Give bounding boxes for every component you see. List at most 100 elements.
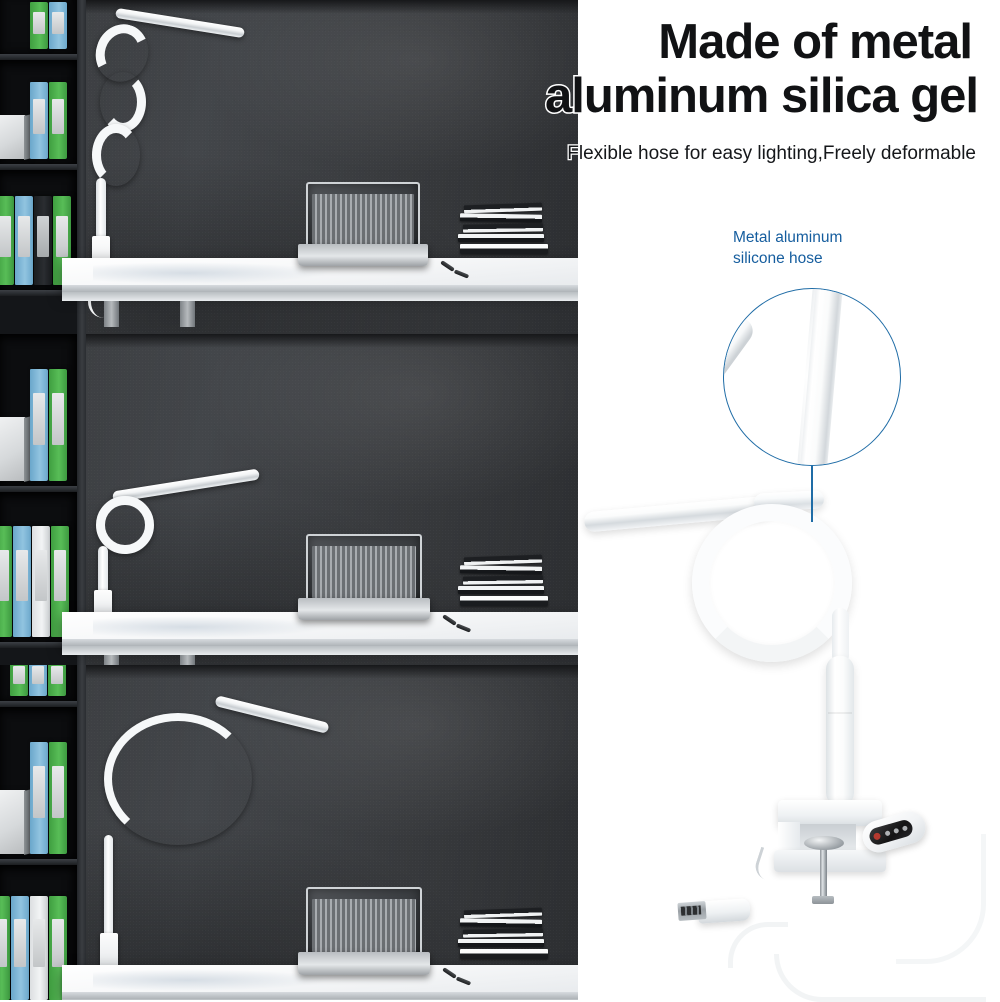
callout-label-line2: silicone hose — [733, 249, 823, 267]
binder — [32, 526, 50, 637]
shelf-lip — [0, 164, 78, 170]
binder — [0, 526, 12, 637]
desk-top — [62, 258, 578, 292]
product-silicone-hose-loop — [692, 504, 852, 662]
clamp-upper-jaw — [778, 800, 882, 826]
photo-panel-column — [0, 0, 578, 1000]
callout-label-line1: Metal aluminum — [733, 229, 843, 246]
clamp-screw — [820, 848, 827, 902]
laptop-base — [298, 244, 428, 266]
photo-panel-coiled-loop — [0, 334, 578, 665]
shelf-compartment — [0, 492, 78, 642]
laptop — [297, 534, 431, 620]
laptop-keyboard — [311, 193, 415, 245]
clamp-side-wall — [778, 822, 800, 856]
usb-cable-upper — [896, 834, 986, 964]
desk-leg — [104, 655, 119, 665]
desk-top — [62, 612, 578, 646]
book-stack — [458, 202, 548, 262]
callout-leader-line — [811, 466, 813, 522]
binder — [10, 665, 28, 696]
lamp-stem — [104, 835, 113, 951]
bookcase — [0, 0, 86, 334]
ceiling-shadow — [0, 334, 578, 348]
shelf-lip — [0, 859, 78, 865]
usb-cable-lower — [774, 954, 986, 1002]
binder — [13, 526, 31, 637]
lamp-stem — [96, 178, 106, 240]
shelf-compartment — [0, 334, 78, 486]
binder — [30, 741, 48, 854]
clamp-screw-knob — [804, 836, 844, 850]
binder — [34, 196, 52, 285]
shelf-lip — [0, 642, 78, 648]
bookcase-edge — [77, 665, 86, 1000]
shelf-compartment — [0, 60, 78, 164]
desk-edge — [62, 292, 578, 301]
brightness-button-icon[interactable] — [884, 830, 891, 837]
color-mode-button-icon[interactable] — [901, 825, 909, 832]
book-stack — [458, 554, 548, 614]
binder — [51, 526, 69, 637]
shelf-lip — [0, 486, 78, 492]
binder — [30, 896, 48, 1000]
laptop — [297, 887, 431, 975]
box-file — [0, 417, 26, 481]
clamp-lower-jaw — [774, 850, 886, 872]
box-file — [0, 115, 26, 159]
laptop-keyboard — [311, 899, 417, 953]
lamp-hose-arc — [104, 713, 252, 845]
binder — [48, 665, 66, 696]
shelf-compartment — [0, 665, 78, 701]
book-stack — [458, 907, 548, 967]
laptop-base — [297, 597, 431, 620]
binder — [30, 82, 48, 159]
callout-magnifier — [723, 288, 901, 466]
lamp-hose-loop — [96, 496, 154, 554]
desk-leg — [180, 655, 195, 665]
photo-panel-arc-curve — [0, 665, 578, 1000]
binder — [11, 896, 29, 1000]
binder — [0, 196, 14, 285]
desk-edge — [62, 646, 578, 655]
bookcase-edge — [77, 334, 86, 665]
binder — [49, 1, 67, 49]
usb-cable-bend — [728, 922, 788, 968]
lamp-hose-bend — [100, 72, 146, 132]
clamp-screw-foot — [812, 896, 834, 904]
binder — [0, 896, 10, 1000]
shelf-lip — [0, 54, 78, 60]
lamp-stem — [98, 546, 108, 604]
ceiling-shadow — [0, 665, 578, 679]
photo-panel-s-curve — [0, 0, 578, 334]
binder — [30, 1, 48, 49]
hero-product-lamp — [578, 430, 1000, 1002]
power-indicator-icon — [872, 832, 882, 841]
power-cord — [88, 284, 104, 318]
binder — [15, 196, 33, 285]
desk-leg — [104, 301, 119, 327]
laptop-keyboard — [311, 546, 417, 598]
callout-label: Metal aluminum silicone hose — [733, 228, 913, 270]
shelf-compartment — [0, 707, 78, 859]
cable-clip — [752, 846, 786, 884]
shelf-compartment — [0, 0, 78, 54]
lamp-hose-bend — [92, 124, 140, 186]
binder — [49, 368, 67, 481]
laptop — [298, 182, 428, 266]
shelf-lip — [0, 701, 78, 707]
bookcase — [0, 334, 86, 665]
ceiling-shadow — [0, 0, 578, 14]
brightness-button-icon[interactable] — [893, 827, 900, 834]
laptop-base — [297, 952, 431, 975]
binder — [49, 82, 67, 159]
bookcase — [0, 665, 86, 1000]
box-file — [0, 790, 26, 854]
desk-leg — [180, 301, 195, 327]
binder — [29, 665, 47, 696]
product-hose-segment — [832, 608, 849, 664]
binder — [49, 741, 67, 854]
shelf-lip — [0, 290, 78, 296]
product-vertical-stem — [826, 656, 854, 806]
